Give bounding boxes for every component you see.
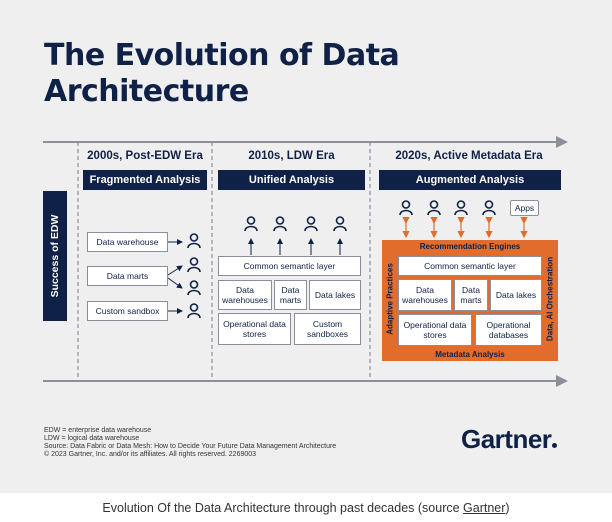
era-3-heading: 2020s, Active Metadata Era (395, 150, 543, 162)
footnote-copyright: © 2023 Gartner, Inc. and/or its affiliat… (44, 451, 257, 458)
page-title: The Evolution of Data Architecture (44, 38, 400, 109)
user-icon (333, 216, 347, 232)
user-icon (482, 200, 496, 216)
user-icon (187, 303, 201, 319)
gartner-logo: Gartner (461, 424, 558, 455)
data-warehouses-box: Data warehouses (218, 280, 272, 310)
user-icon (273, 216, 287, 232)
success-of-edw-label: Success of EDW (49, 214, 61, 298)
logo-dot (552, 443, 558, 448)
apps-box: Apps (510, 200, 539, 216)
custom-sandboxes-box: Custom sandboxes (294, 313, 361, 345)
data-ai-orchestration-label: Data, AI Orchestration (545, 256, 555, 342)
user-icon (244, 216, 258, 232)
footnote-edw: EDW = enterprise data warehouse (44, 427, 152, 434)
data-marts-box: Data marts (454, 279, 488, 311)
common-semantic-layer-box: Common semantic layer (398, 256, 542, 276)
arrow-right-icon (167, 277, 183, 289)
data-lakes-box: Data lakes (490, 279, 542, 311)
caption-prefix: Evolution Of the Data Architecture throu… (102, 501, 464, 515)
operational-data-stores-box: Operational data stores (218, 313, 291, 345)
user-icon (187, 257, 201, 273)
user-icon (454, 200, 468, 216)
data-warehouses-box: Data warehouses (398, 279, 452, 311)
double-arrow-icon (402, 217, 528, 239)
footnote-source: Source: Data Fabric or Data Mesh: How to… (44, 443, 337, 450)
caption-suffix: ) (505, 501, 510, 515)
era-1-banner: Fragmented Analysis (83, 170, 207, 190)
user-icon (187, 280, 201, 296)
era-1-heading: 2000s, Post-EDW Era (87, 150, 203, 162)
arrow-right-icon (167, 265, 183, 276)
success-of-edw-bar: Success of EDW (43, 191, 67, 321)
common-semantic-layer-box: Common semantic layer (218, 256, 361, 276)
era-3-banner: Augmented Analysis (379, 170, 561, 190)
user-icon (427, 200, 441, 216)
caption-source-link[interactable]: Gartner (463, 501, 506, 515)
footnote-ldw: LDW = logical data warehouse (44, 435, 140, 442)
data-marts-box: Data marts (274, 280, 307, 310)
custom-sandbox-box: Custom sandbox (87, 301, 168, 321)
user-icon (304, 216, 318, 232)
gartner-logo-text: Gartner (461, 424, 552, 454)
timeline-lines (43, 136, 568, 387)
operational-data-stores-box: Operational data stores (398, 314, 472, 346)
adaptive-practices-label: Adaptive Practices (385, 263, 395, 335)
user-icon (187, 233, 201, 249)
image-caption: Evolution Of the Data Architecture throu… (0, 501, 612, 515)
user-icon (399, 200, 413, 216)
metadata-analysis-label: Metadata Analysis (435, 350, 505, 359)
operational-databases-box: Operational databases (475, 314, 542, 346)
data-lakes-box: Data lakes (309, 280, 361, 310)
era-2-banner: Unified Analysis (218, 170, 365, 190)
data-marts-box: Data marts (87, 266, 168, 286)
data-warehouse-box: Data warehouse (87, 232, 168, 252)
recommendation-engines-label: Recommendation Engines (419, 242, 521, 251)
era-2-heading: 2010s, LDW Era (248, 150, 335, 162)
